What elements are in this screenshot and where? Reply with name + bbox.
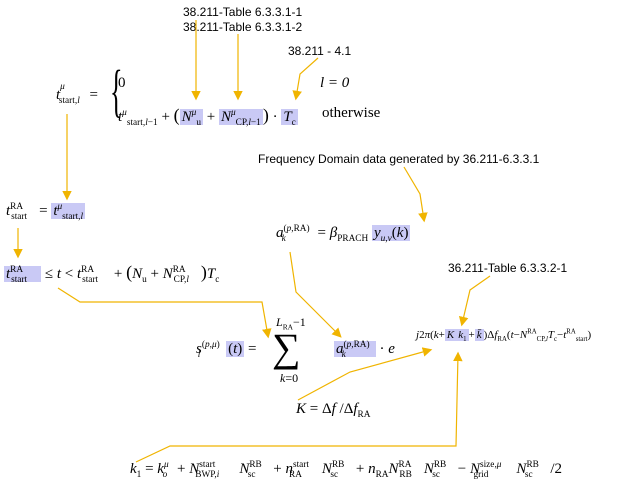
- arrow-ineq-to-t: [57, 287, 272, 339]
- eq-case-zero: 0: [118, 75, 126, 91]
- eq-tstart-ra: tRAstart= tμstart,l: [6, 202, 86, 222]
- arrow-k-to-exp: [297, 347, 433, 401]
- eq-k: K = Δf /ΔfRA: [296, 401, 371, 420]
- eq-cond-otherwise: otherwise: [322, 106, 380, 121]
- arrow-table6332-to-kbar: [458, 275, 491, 327]
- cond-otherwise: otherwise: [322, 105, 381, 121]
- eq-sum-lower: k=0: [280, 371, 299, 385]
- eq-sum-sigma: ∑: [272, 325, 301, 370]
- ref-freq-domain: Frequency Domain data generated by 36.21…: [258, 152, 540, 166]
- cond-zero: l = 0: [320, 75, 350, 91]
- arrow-sec41-to-tc: [292, 57, 319, 101]
- eq-signal-lhs: s(p,μ)l (t) =: [196, 340, 257, 360]
- eq-tstart-lhs: tμstart,l =: [56, 82, 98, 106]
- eq-sum-upper: LRA−1: [276, 315, 306, 332]
- arrow-freq-to-yuv: [403, 166, 428, 223]
- ref-table-6332-1: 36.211-Table 6.3.3.2-1: [448, 261, 568, 275]
- ref-sec-41: 38.211 - 4.1: [288, 44, 352, 58]
- ref-table-6331-1: 38.211-Table 6.3.3.1-1: [183, 5, 303, 19]
- ref-table-6331-2: 38.211-Table 6.3.3.1-2: [183, 20, 303, 34]
- eq-ak: a(p,RA)k = βPRACH yu,v(k): [276, 224, 411, 244]
- eq-cond-zero: l = 0: [320, 76, 349, 91]
- arrow-k1-to-exp: [135, 351, 463, 463]
- eq-signal-rhs: a(p,RA)k · e: [334, 340, 395, 360]
- arrow-ak-to-sum: [289, 251, 342, 338]
- eq-case-otherwise: tμstart,l−1 + (Nμu + NμCP,l−1) · Tc: [118, 105, 298, 128]
- piecewise-brace: {: [110, 58, 123, 123]
- eq-inequality: tRAstart ≤ t < tRAstart + (Nu + NRACP,l)…: [4, 262, 220, 285]
